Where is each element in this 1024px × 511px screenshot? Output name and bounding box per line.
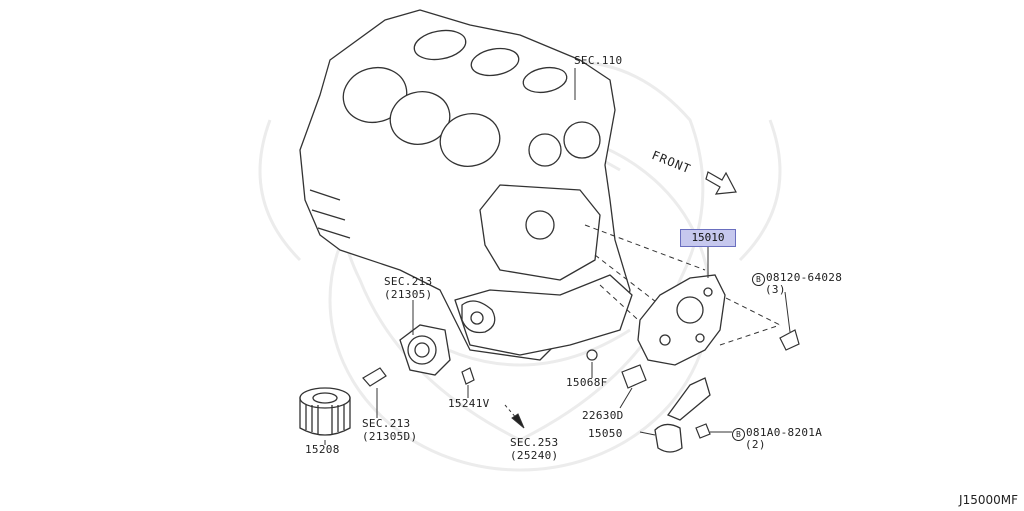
small-parts [362, 329, 800, 439]
part-15010-oil-pump[interactable]: 15010 [680, 229, 736, 247]
oil-cooler [399, 324, 451, 376]
label-sec213-b-sub: (21305D) [362, 430, 418, 443]
oil-strainer [654, 377, 711, 453]
part-15068f[interactable]: 15068F [566, 376, 608, 389]
label-sec110[interactable]: SEC.110 [574, 54, 623, 67]
sec253-arrow [504, 404, 525, 429]
label-sec213-a[interactable]: SEC.213 [384, 275, 433, 288]
part-15241v[interactable]: 15241V [448, 397, 490, 410]
oil-filter [299, 387, 351, 436]
label-sec253-sub: (25240) [510, 449, 559, 462]
leader-lines [324, 68, 791, 445]
label-sec213-b[interactable]: SEC.213 [362, 417, 411, 430]
part-15050[interactable]: 15050 [588, 427, 623, 440]
bolt-bottom-code: 081A0-8201A [746, 426, 823, 439]
bolt-top-code: 08120-64028 [766, 271, 843, 284]
front-arrow-icon [705, 171, 737, 195]
label-bolt-bottom-qty: (2) [745, 438, 766, 451]
label-sec213-a-sub: (21305) [384, 288, 433, 301]
bolt-b-icon: B [732, 428, 745, 441]
diagram-code: J15000MF [959, 493, 1018, 507]
oil-pump [637, 274, 726, 366]
part-15208[interactable]: 15208 [305, 443, 340, 456]
label-bolt-top-qty: (3) [765, 283, 786, 296]
label-sec253[interactable]: SEC.253 [510, 436, 559, 449]
part-22630d[interactable]: 22630D [582, 409, 624, 422]
bolt-b-icon: B [752, 273, 765, 286]
engine-block [299, 9, 633, 361]
